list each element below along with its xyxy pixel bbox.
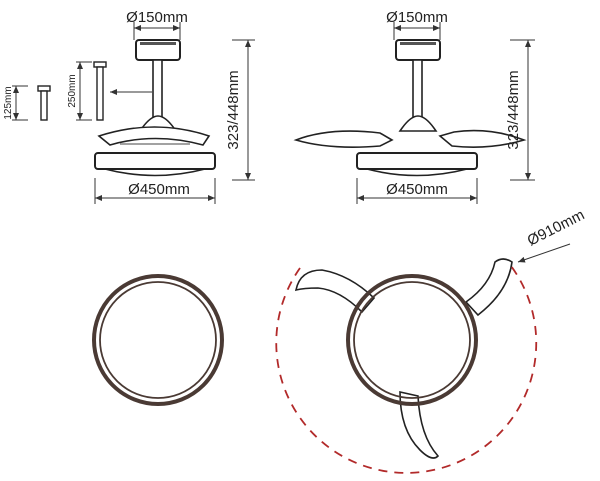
left-blade [293,130,394,148]
downrod [152,59,163,119]
blade-top-left [294,269,376,314]
short-rod-cap [37,85,51,92]
motor-housing [398,115,438,132]
canopy-trim [400,42,436,45]
canopy-trim [140,42,176,45]
short-rod-label: 125mm [3,86,14,119]
height-label: 323/448mm [505,70,522,149]
inner-ring [353,281,471,399]
long-rod-label: 250mm [67,74,78,107]
right-blade [438,129,527,148]
long-rod [96,66,104,121]
diffuser [366,168,468,177]
light-housing [94,152,216,170]
diffuser [104,168,206,177]
height-label: 323/448mm [225,70,242,149]
blade-bottom [399,391,440,459]
bottom-diameter-label: Ø450mm [128,181,190,198]
top-diameter-label: Ø150mm [386,9,448,26]
bottom-view-folded [92,274,224,406]
downrod [412,59,423,119]
blade-top-right [464,258,513,317]
downrod-options: 125mm 250mm [3,61,152,121]
long-rod-cap [93,61,107,68]
blade-span-label: Ø910mm [525,206,588,249]
inner-ring [99,281,217,399]
folded-blades [97,126,211,146]
short-rod [40,90,48,121]
side-view-folded: Ø150mm 323/448mm Ø450mm [94,9,255,204]
blade-span-arc [275,261,538,474]
outer-ring [346,274,478,406]
bottom-view-open: Ø910mm [275,206,588,474]
outer-ring [92,274,224,406]
span-leader-arrow [517,243,571,263]
top-diameter-label: Ø150mm [126,9,188,26]
light-housing [356,152,478,170]
side-view-open: Ø150mm 323/448mm Ø450mm [293,9,535,204]
bottom-diameter-label: Ø450mm [386,181,448,198]
